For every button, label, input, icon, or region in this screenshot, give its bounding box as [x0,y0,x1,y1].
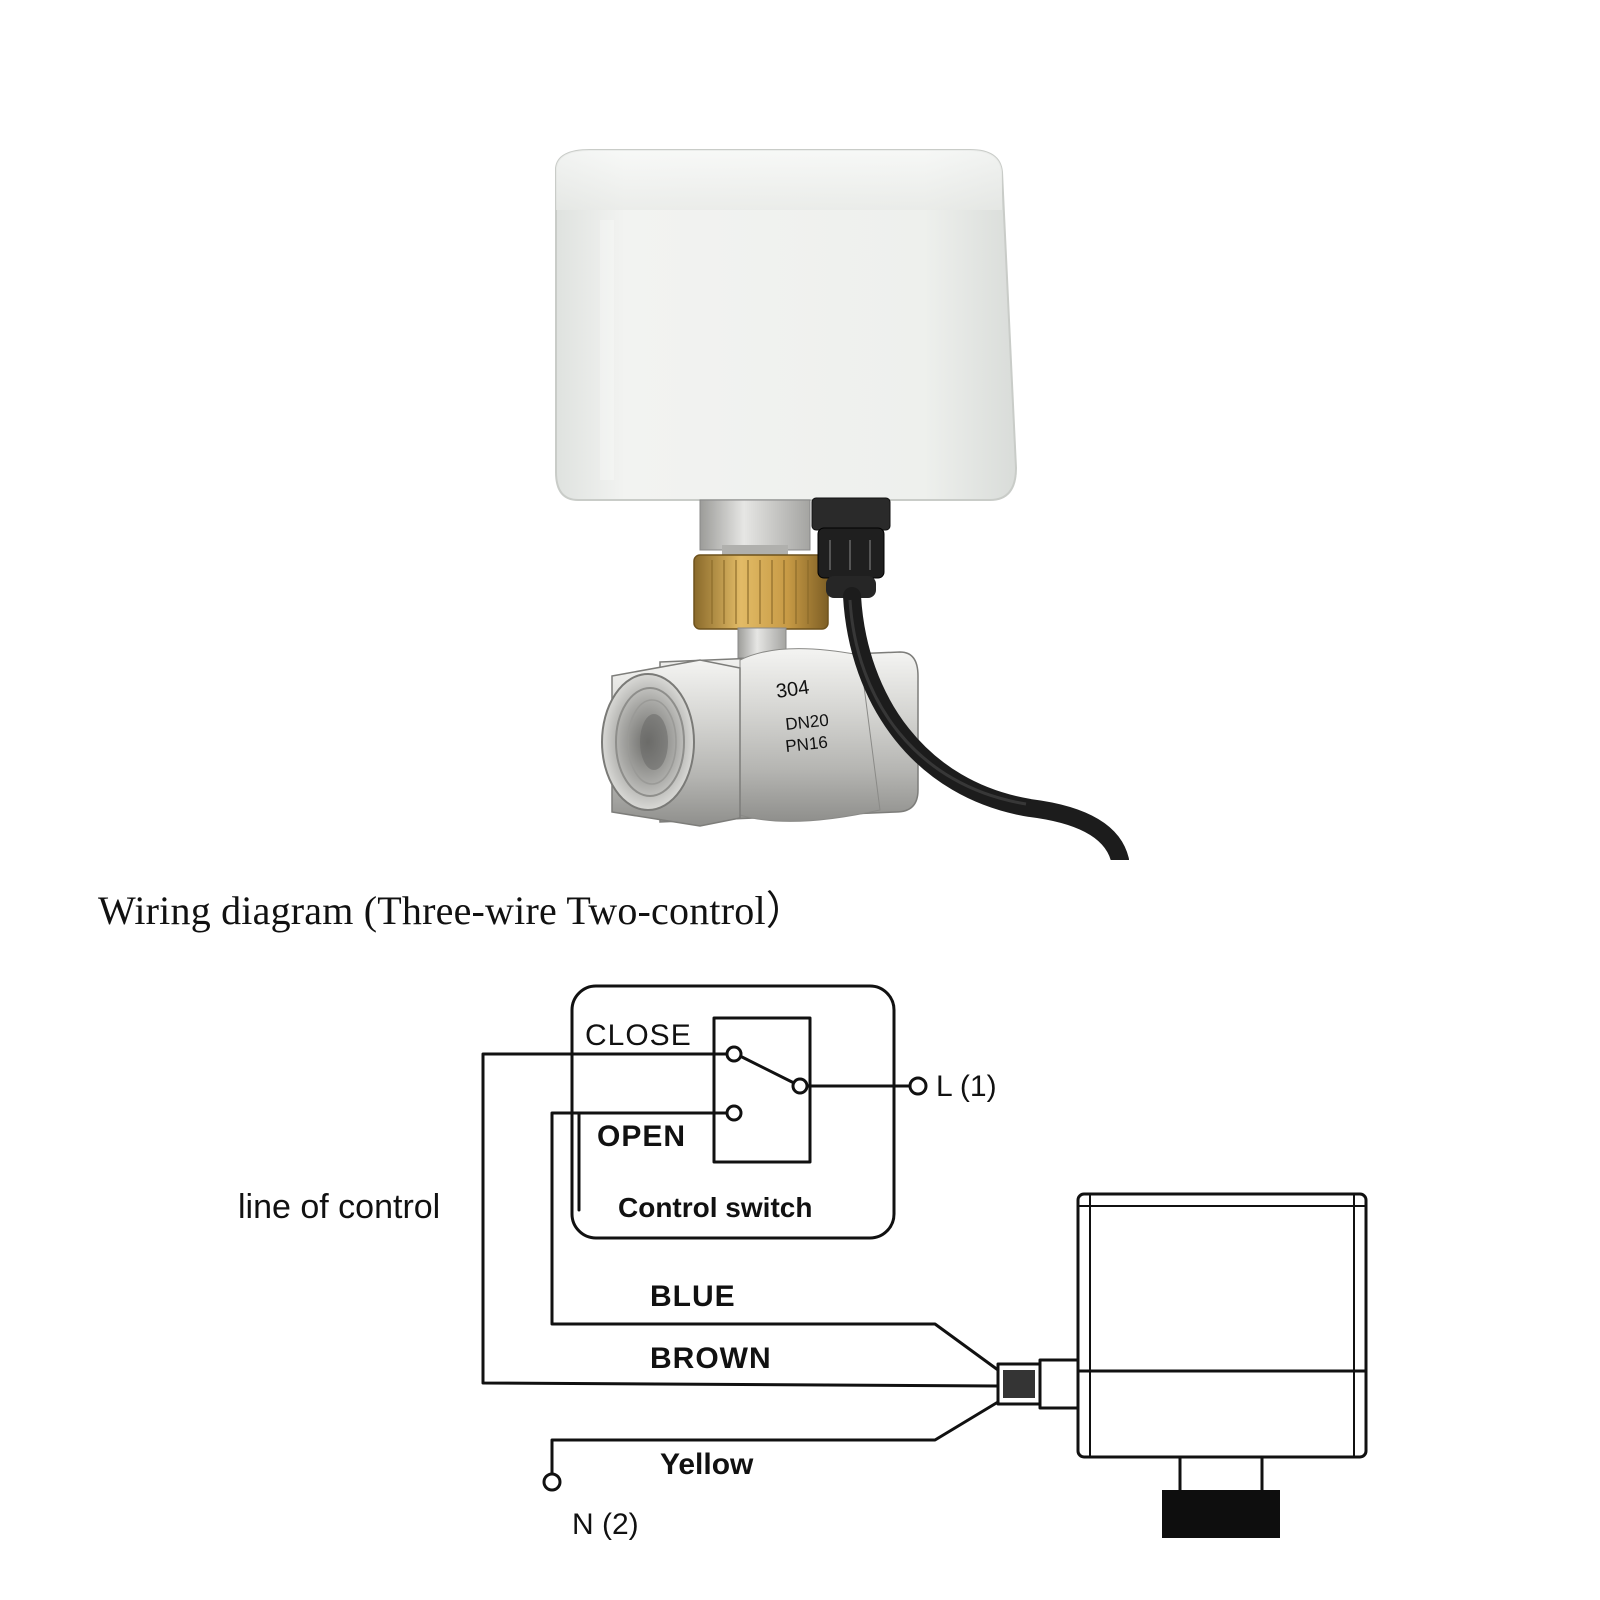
wiring-diagram: CLOSE OPEN Control switch L (1) line of … [238,984,1368,1541]
junction-fill [1003,1370,1035,1398]
valve-product-illustration: 304 DN20 PN16 [555,149,1129,860]
power-cable [843,587,1129,860]
ball-valve-body [601,648,919,827]
valve-base-block [1162,1490,1280,1538]
actuator-box [1076,1192,1368,1459]
neutral-terminal [542,1472,562,1492]
wire-junction [996,1362,1042,1406]
switch-lever [740,1055,796,1085]
live-terminal [908,1076,928,1096]
yellow-wire [550,1400,1000,1476]
valve-marking-bottom: PN16 [784,733,828,756]
valve-marking-mid: DN20 [784,711,829,734]
live-label: L (1) [936,1070,997,1103]
yellow-wire-label: Yellow [660,1448,754,1481]
actuator-connector [1038,1358,1080,1410]
blue-wire-label: BLUE [650,1280,736,1313]
brown-wire [481,1052,1000,1388]
control-switch-caption: Control switch [618,1192,812,1223]
close-label: CLOSE [585,1019,692,1052]
blue-wire [550,1111,1000,1372]
common-contact [791,1077,809,1095]
brass-coupling-nut [693,554,829,630]
brown-wire-label: BROWN [650,1342,772,1375]
actuator-housing [555,149,1018,501]
valve-marking-top: 304 [775,677,811,703]
open-label: OPEN [597,1120,686,1153]
control-line-label: line of control [238,1188,440,1226]
cable-gland [811,497,891,598]
neutral-label: N (2) [572,1508,639,1541]
diagram-title: Wiring diagram (Three-wire Two-control） [98,888,806,933]
switch-contact-box [712,1016,812,1164]
open-contact [725,1104,743,1122]
close-contact [725,1045,743,1063]
